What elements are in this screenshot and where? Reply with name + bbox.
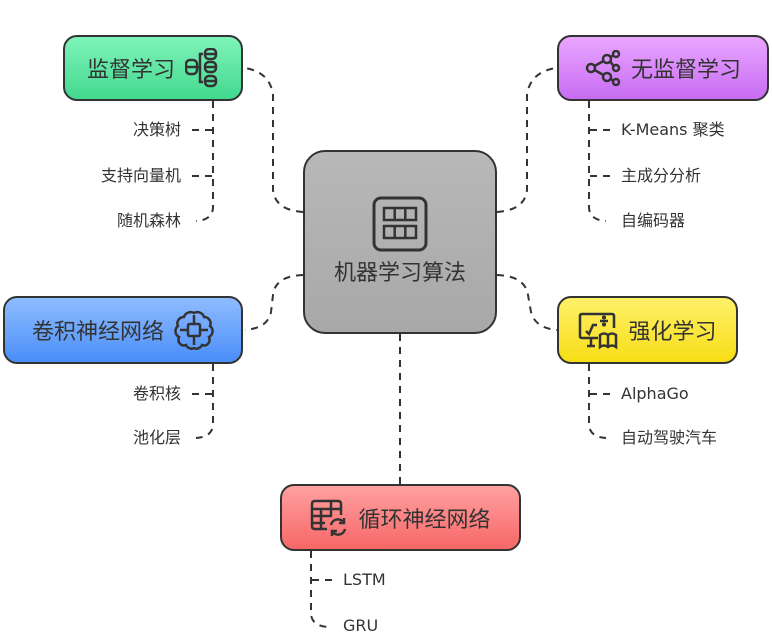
leaf-rnn-2[interactable]: GRU	[343, 616, 379, 635]
connector-center-reinforcement	[496, 274, 558, 331]
connector-center-unsupervised	[496, 67, 557, 213]
center-node[interactable]: 机器学习算法	[303, 150, 497, 334]
connector-center-supervised	[244, 67, 304, 213]
connector-reinforcement-trunk	[588, 364, 607, 439]
leaf-unsupervised-2[interactable]: 主成分分析	[621, 166, 702, 185]
branch-reinforcement[interactable]: 强化学习	[557, 296, 738, 364]
branch-supervised-label: 监督学习	[86, 58, 175, 83]
connector-rnn-trunk	[310, 551, 329, 628]
leaf-cnn-1[interactable]: 卷积核	[132, 384, 181, 403]
leaf-rnn-1[interactable]: LSTM	[343, 570, 386, 589]
branch-unsupervised[interactable]: 无监督学习	[557, 35, 769, 101]
leaf-unsupervised-3[interactable]: 自编码器	[621, 211, 686, 230]
branch-supervised[interactable]: 监督学习	[63, 35, 243, 101]
leaf-reinforcement-2[interactable]: 自动驾驶汽车	[621, 428, 718, 447]
table-refresh-icon	[310, 499, 348, 537]
branch-cnn[interactable]: 卷积神经网络	[3, 296, 243, 364]
branch-rnn-label: 循环神经网络	[358, 507, 491, 533]
database-tree-icon	[185, 48, 219, 88]
connector-center-cnn	[244, 274, 304, 331]
leaf-unsupervised-1[interactable]: K-Means 聚类	[621, 120, 725, 139]
branch-cnn-label: 卷积神经网络	[31, 320, 164, 345]
leaf-cnn-2[interactable]: 池化层	[132, 428, 181, 447]
brain-chip-icon	[174, 310, 214, 350]
leaf-reinforcement-1[interactable]: AlphaGo	[621, 384, 689, 403]
branch-reinforcement-label: 强化学习	[628, 320, 717, 345]
share-nodes-icon	[585, 50, 621, 86]
branch-unsupervised-label: 无监督学习	[630, 58, 741, 83]
connector-supervised-trunk	[195, 101, 214, 222]
branch-rnn[interactable]: 循环神经网络	[280, 484, 521, 551]
leaf-supervised-2[interactable]: 支持向量机	[100, 166, 181, 185]
connector-cnn-trunk	[195, 364, 214, 439]
leaf-supervised-3[interactable]: 随机森林	[116, 211, 181, 230]
center-node-label: 机器学习算法	[333, 261, 466, 286]
table-grid-icon	[371, 195, 429, 253]
leaf-supervised-1[interactable]: 决策树	[132, 120, 181, 139]
monitor-book-icon	[578, 310, 618, 350]
connector-unsupervised-trunk	[588, 101, 607, 222]
